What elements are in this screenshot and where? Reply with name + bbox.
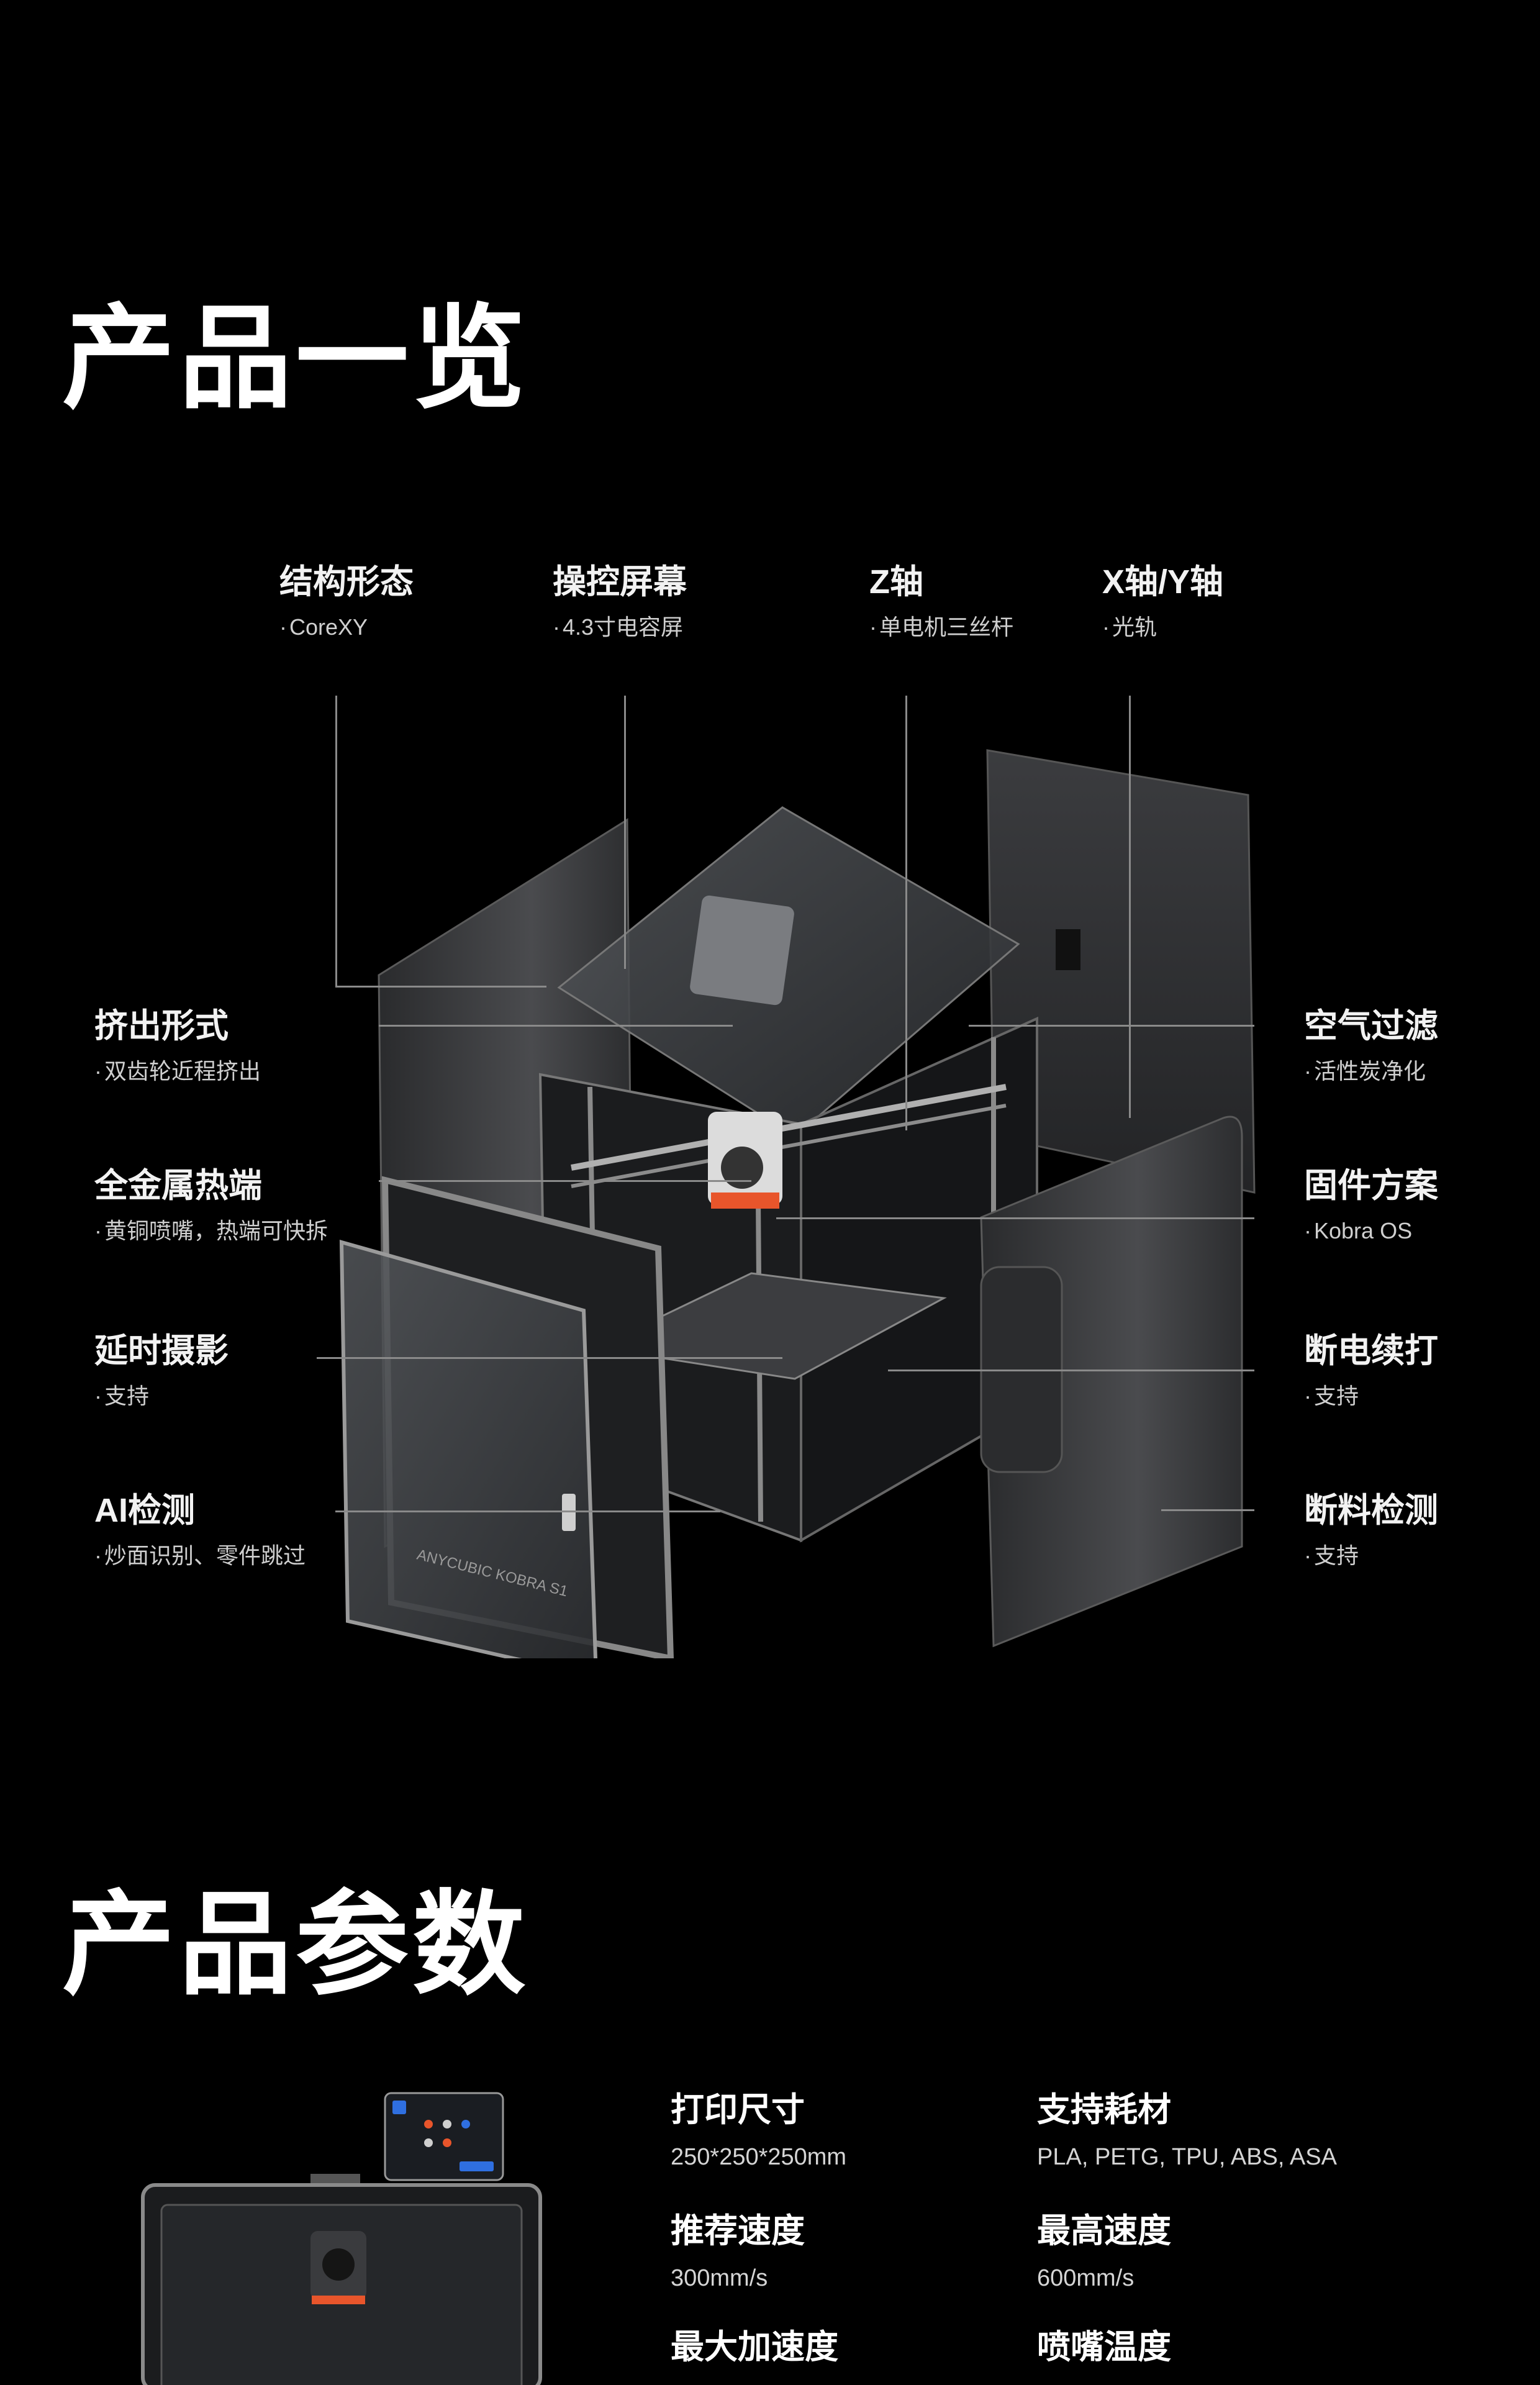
feature-value: 支持: [94, 1385, 229, 1407]
top-lid: [557, 806, 1020, 1138]
spec-rec-speed: 推荐速度 300mm/s: [671, 2214, 805, 2290]
overview-title: 产品一览: [62, 295, 529, 422]
feature-filament-detect: 断料检测 支持: [1304, 1494, 1438, 1567]
feature-value: 支持: [1304, 1545, 1438, 1567]
feature-timelapse: 延时摄影 支持: [94, 1334, 229, 1407]
spec-title: 最大加速度: [671, 2328, 838, 2366]
feature-ai-detect: AI检测 炒面识别、零件跳过: [94, 1494, 306, 1567]
leader-xy-axis: [1129, 696, 1131, 1118]
feature-extrusion: 挤出形式 双齿轮近程挤出: [94, 1009, 261, 1083]
spec-max-speed: 最高速度 600mm/s: [1037, 2214, 1171, 2290]
feature-title: 结构形态: [279, 563, 414, 601]
feature-firmware: 固件方案 Kobra OS: [1304, 1169, 1438, 1242]
feature-value: 黄铜喷嘴，热端可快拆: [94, 1220, 328, 1242]
spec-value: PLA, PETG, TPU, ABS, ASA: [1037, 2144, 1337, 2170]
lid-handle: [690, 895, 794, 1006]
spec-value: 300mm/s: [671, 2265, 768, 2291]
spec-value: 600mm/s: [1037, 2265, 1135, 2291]
spec-max-accel: 最大加速度: [671, 2330, 838, 2364]
spec-nozzle-temp: 喷嘴温度: [1037, 2330, 1171, 2364]
toolhead-fan: [721, 1147, 763, 1189]
feature-title: Z轴: [869, 563, 923, 601]
spec-title: 最高速度: [1037, 2212, 1171, 2250]
right-side-panel: [980, 1115, 1243, 1648]
leader-screen: [624, 696, 626, 969]
leader-hotend: [379, 1180, 751, 1182]
leader-extrusion: [379, 1025, 733, 1027]
feature-value: 支持: [1304, 1385, 1438, 1407]
feature-xy-axis: X轴/Y轴 光轨: [1102, 565, 1223, 638]
spec-title: 喷嘴温度: [1037, 2328, 1171, 2366]
x-rail-2: [571, 1104, 1007, 1188]
spec-value: 250*250*250mm: [671, 2144, 847, 2170]
leader-ai-detect: [335, 1510, 720, 1512]
spec-print-size: 打印尺寸 250*250*250mm: [671, 2093, 846, 2169]
spec-filaments: 支持耗材 PLA, PETG, TPU, ABS, ASA: [1037, 2093, 1337, 2169]
feature-hotend: 全金属热端 黄铜喷嘴，热端可快拆: [94, 1169, 328, 1242]
door-latch: [562, 1494, 576, 1531]
feature-title: 延时摄影: [94, 1332, 229, 1370]
leader-structure: [335, 696, 337, 988]
front-door-glass: [339, 1240, 597, 1658]
leader-z-axis: [905, 696, 907, 1130]
feature-screen: 操控屏幕 4.3寸电容屏: [553, 565, 687, 638]
feature-structure: 结构形态 CoreXY: [279, 565, 414, 638]
feature-air-filter: 空气过滤 活性炭净化: [1304, 1009, 1438, 1083]
feature-title: 断料检测: [1304, 1492, 1438, 1529]
back-panel: [986, 749, 1256, 1194]
feature-value: 炒面识别、零件跳过: [94, 1545, 306, 1567]
params-title: 产品参数: [62, 1881, 529, 2008]
leader-structure-h: [335, 986, 546, 988]
leader-timelapse: [317, 1357, 782, 1359]
leader-filament-detect: [1161, 1509, 1254, 1511]
feature-value: 双齿轮近程挤出: [94, 1060, 261, 1083]
spec-title: 打印尺寸: [671, 2091, 805, 2128]
back-panel-port: [1056, 929, 1080, 970]
feature-value: 活性炭净化: [1304, 1060, 1438, 1083]
leader-air-filter: [969, 1025, 1254, 1027]
toolhead-accent: [711, 1192, 779, 1209]
thumb-screen: [384, 2092, 504, 2181]
print-bed: [592, 1272, 947, 1380]
x-rail: [571, 1084, 1007, 1171]
leader-power-resume: [888, 1370, 1254, 1371]
spec-title: 支持耗材: [1037, 2091, 1171, 2128]
feature-value: Kobra OS: [1304, 1220, 1438, 1242]
feature-title: 断电续打: [1304, 1332, 1438, 1370]
feature-title: 空气过滤: [1304, 1007, 1438, 1045]
feature-title: X轴/Y轴: [1102, 563, 1224, 601]
printer-exploded-illustration: ANYCUBIC KOBRA S1: [339, 749, 1256, 1658]
feature-value: 光轨: [1102, 616, 1223, 638]
feature-z-axis: Z轴 单电机三丝杆: [869, 565, 1013, 638]
feature-value: 单电机三丝杆: [869, 616, 1013, 638]
feature-power-resume: 断电续打 支持: [1304, 1334, 1438, 1407]
feature-value: 4.3寸电容屏: [553, 616, 687, 638]
printer-front-thumbnail: [141, 2092, 542, 2385]
feature-title: 操控屏幕: [553, 563, 687, 601]
feature-title: AI检测: [94, 1492, 195, 1529]
feature-title: 全金属热端: [94, 1167, 262, 1204]
spec-title: 推荐速度: [671, 2212, 805, 2250]
feature-title: 固件方案: [1304, 1167, 1438, 1204]
feature-title: 挤出形式: [94, 1007, 229, 1045]
feature-value: CoreXY: [279, 616, 414, 638]
leader-firmware: [776, 1217, 1254, 1219]
